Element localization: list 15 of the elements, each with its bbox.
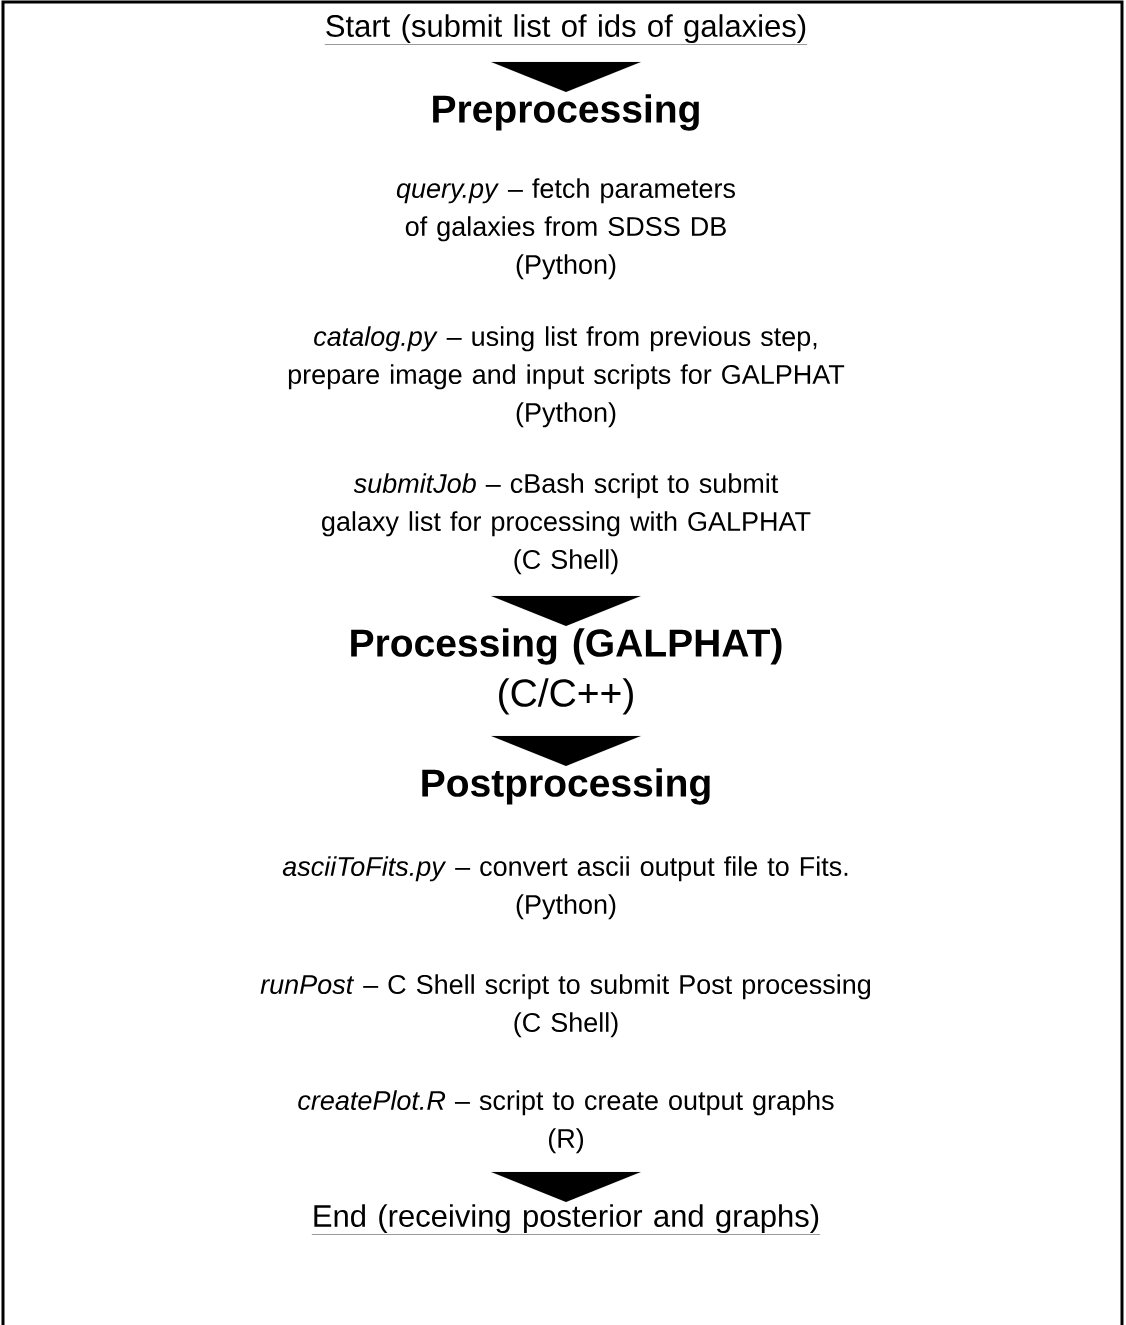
stage-heading: Postprocessing — [422, 768, 710, 805]
chevron-arrow — [491, 61, 641, 92]
script-description: query.py – fetch parameters of galaxies from SDSS DB (Python) — [396, 178, 735, 280]
terminal-label: End (receiving posterior and graphs) — [311, 1204, 821, 1235]
script-description: runPost – C Shell script to submit Post processing (C Shell) — [260, 974, 871, 1038]
script-description: asciiToFits.py – convert ascii output file to Fits. (Python) — [282, 856, 848, 920]
chevron-arrow — [491, 1171, 641, 1202]
script-description: catalog.py – using list from previous step, prepare image and input scripts for GALPHAT (Python) — [288, 326, 845, 428]
chevron-arrow — [491, 595, 641, 626]
chevron-arrow — [491, 735, 641, 766]
script-description: createPlot.R – script to create output graphs (R) — [298, 1090, 834, 1154]
terminal-label: Start (submit list of ids of galaxies) — [324, 14, 808, 45]
stage-heading: Processing (GALPHAT) (C/C++) — [351, 628, 782, 715]
script-description: submitJob – cBash script to submit galaxy list for processing with GALPHAT (C Shell) — [322, 473, 811, 575]
stage-heading: Preprocessing — [433, 94, 699, 131]
